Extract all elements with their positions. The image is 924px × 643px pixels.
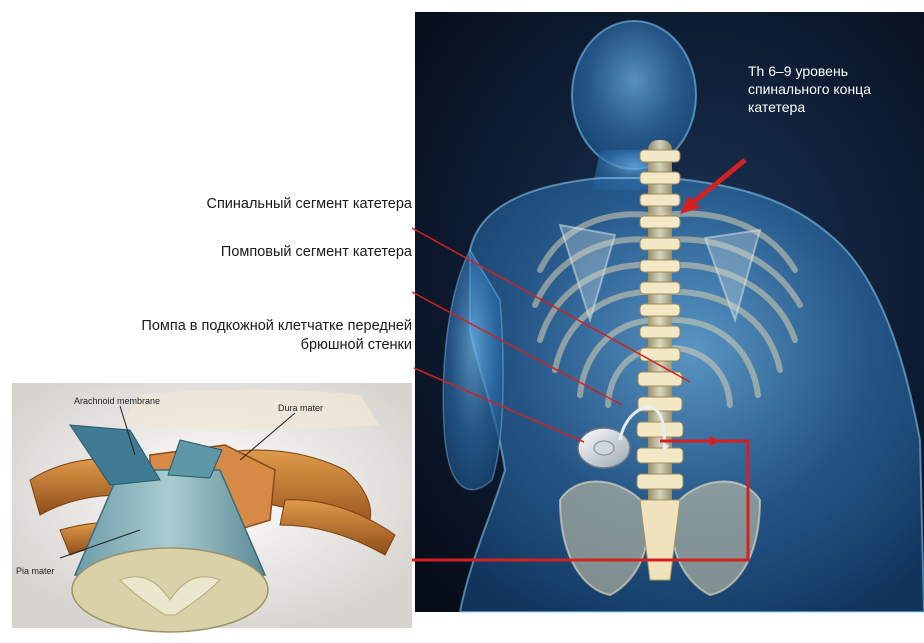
label-pump-location-line2: брюшной стенки	[141, 336, 412, 355]
label-pia-mater: Pia mater	[16, 566, 55, 576]
label-pump-location-line1: Помпа в подкожной клетчатке передней	[141, 317, 412, 336]
label-dura-mater: Dura mater	[278, 403, 323, 413]
label-th-level-line2: спинального конца	[748, 80, 871, 98]
spinal-cord-inset	[12, 383, 412, 632]
label-th-level-line3: катетера	[748, 98, 871, 116]
label-th-level: Th 6–9 уровень спинального конца катетер…	[748, 62, 871, 116]
label-spinal-segment: Спинальный сегмент катетера	[206, 195, 412, 214]
label-arachnoid-membrane: Arachnoid membrane	[74, 396, 160, 406]
label-th-level-line1: Th 6–9 уровень	[748, 62, 871, 80]
label-pump-location: Помпа в подкожной клетчатке передней брю…	[141, 317, 412, 355]
label-pump-segment: Помповый сегмент катетера	[221, 243, 412, 262]
